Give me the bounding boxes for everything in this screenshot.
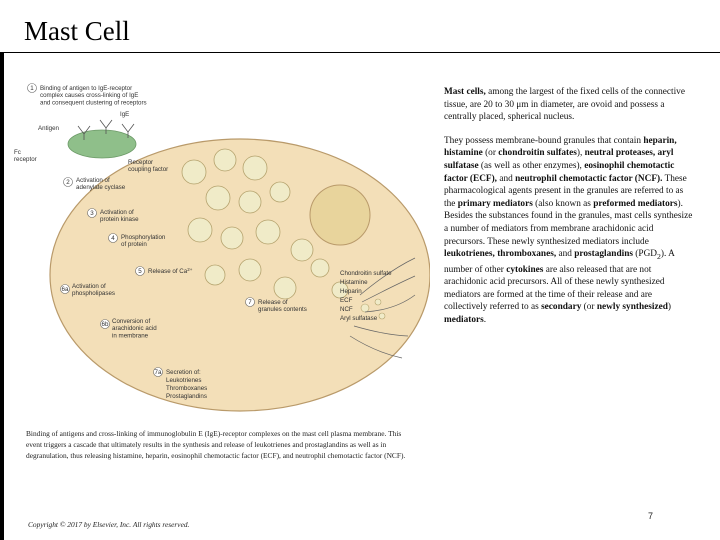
secreted-item: Prostaglandins	[166, 393, 207, 400]
svg-text:5: 5	[138, 268, 142, 275]
secreted-item: Leukotrienes	[166, 377, 201, 384]
ige-label: IgE	[120, 111, 129, 118]
step1-label: Binding of antigen to IgE-receptor compl…	[40, 85, 147, 106]
receptor-coupling-label: Receptor coupling factor	[128, 159, 168, 173]
nucleus	[309, 184, 371, 246]
secreted-list: Leukotrienes Thromboxanes Prostaglandins	[166, 377, 207, 400]
ige-antibodies	[77, 119, 135, 140]
title-divider	[0, 52, 720, 53]
svg-text:7a: 7a	[155, 369, 162, 376]
step2-label: Activation of adenylate cyclase	[76, 177, 126, 191]
step6b-label: Conversion of arachidonic acid in membra…	[112, 318, 158, 339]
step5-label: Release of Ca2+	[148, 267, 193, 275]
released-item: Histamine	[340, 279, 368, 286]
step3-label: Activation of protein kinase	[100, 209, 139, 223]
step7a-label: Secretion of:	[166, 369, 201, 376]
released-item: Heparin	[340, 288, 362, 295]
antigen-label: Antigen	[38, 125, 60, 132]
svg-text:4: 4	[111, 235, 115, 242]
released-item: Aryl sulfatase	[340, 315, 378, 322]
title-bar: Mast Cell	[0, 0, 720, 52]
receptor-coupling-factor	[67, 129, 137, 159]
step7-label: Release of granules contents	[258, 299, 307, 313]
release-arrows	[349, 257, 416, 359]
step4-label: Phosphorylation of protein	[121, 234, 167, 248]
svg-text:2: 2	[66, 179, 70, 186]
released-item: NCF	[340, 306, 353, 313]
figure-caption: Binding of antigens and cross-linking of…	[26, 429, 406, 461]
granules	[181, 148, 349, 300]
released-list: Chondroitin sulfate Histamine Heparin EC…	[340, 270, 392, 322]
svg-text:7: 7	[248, 299, 252, 306]
paragraph-2: They possess membrane-bound granules tha…	[444, 135, 693, 325]
slide-title: Mast Cell	[24, 16, 130, 46]
paragraph-1: Mast cells, among the largest of the fix…	[444, 87, 685, 123]
step-numbers: 1 2 3 4 5 6a 6b 7 7a	[30, 85, 252, 376]
released-item: Chondroitin sulfate	[340, 270, 392, 277]
step6a-label: Activation of phospholipases	[72, 283, 115, 297]
fc-receptor-label: Fc receptor	[14, 149, 37, 163]
mast-cell-figure: Binding of antigen to IgE-receptor compl…	[14, 83, 430, 412]
svg-text:6a: 6a	[62, 286, 69, 293]
svg-text:6b: 6b	[102, 321, 109, 328]
svg-text:1: 1	[30, 85, 34, 92]
page-number: 7	[648, 511, 654, 521]
released-item: ECF	[340, 297, 353, 304]
step-markers	[27, 83, 255, 377]
copyright-notice: Copyright © 2017 by Elsevier, Inc. All r…	[28, 520, 190, 529]
body-text: Mast cells, among the largest of the fix…	[444, 86, 696, 338]
svg-text:3: 3	[90, 210, 94, 217]
secreted-item: Thromboxanes	[166, 385, 207, 392]
left-divider	[0, 52, 4, 540]
